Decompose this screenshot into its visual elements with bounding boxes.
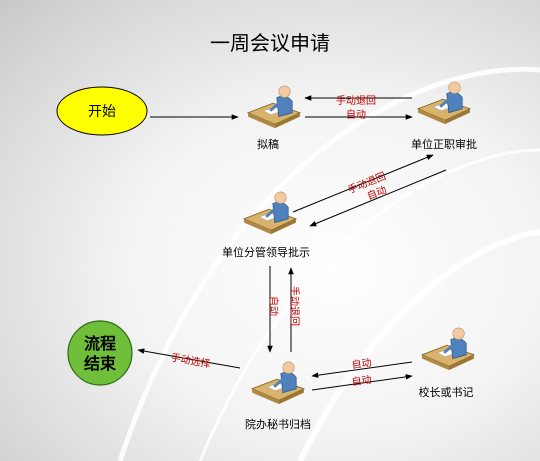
edge-label-auto-lower-1: 自动 <box>351 356 373 372</box>
edge-secretary-to-end <box>137 348 241 369</box>
draft-node[interactable]: 拟稿 <box>246 84 302 151</box>
end-node[interactable]: 流程 结束 <box>67 320 133 386</box>
person-at-desk-icon <box>250 360 306 406</box>
page-title: 一周会议申请 <box>210 31 330 55</box>
end-label-line2: 结束 <box>83 354 117 373</box>
edge-label-manual-return-vertical: 手动退回 <box>288 286 301 326</box>
edge-secretary-to-president <box>311 374 413 391</box>
unit-leader-node[interactable]: 单位分管领导批示 <box>222 190 310 259</box>
start-node[interactable]: 开始 <box>56 86 148 136</box>
background-swooshes <box>117 66 540 461</box>
end-label-line1: 流程 <box>84 334 116 353</box>
president-node[interactable]: 校长或书记 <box>419 326 476 399</box>
secretary-label: 院办秘书归档 <box>245 417 311 431</box>
edge-label-manual-select: 手动选择 <box>170 351 212 371</box>
person-at-desk-icon <box>420 326 476 372</box>
secretary-node[interactable]: 院办秘书归档 <box>245 360 311 431</box>
start-label: 开始 <box>88 104 116 120</box>
edge-approve-to-leader <box>309 169 447 227</box>
edge-leader-return-to-approve <box>292 154 434 213</box>
president-label: 校长或书记 <box>419 385 474 399</box>
edge-president-to-secretary <box>311 361 413 378</box>
edge-label-auto-vertical: 自动 <box>267 296 280 316</box>
unit-leader-label: 单位分管领导批示 <box>222 245 310 259</box>
draft-label: 拟稿 <box>257 137 279 151</box>
edge-label-manual-return-top: 手动退回 <box>336 94 376 107</box>
person-at-desk-icon <box>246 84 302 130</box>
unit-approve-node[interactable]: 单位正职审批 <box>411 80 477 151</box>
edge-label-auto-top: 自动 <box>346 108 366 121</box>
unit-approve-label: 单位正职审批 <box>411 137 477 151</box>
edge-label-auto-lower-2: 自动 <box>351 373 373 389</box>
